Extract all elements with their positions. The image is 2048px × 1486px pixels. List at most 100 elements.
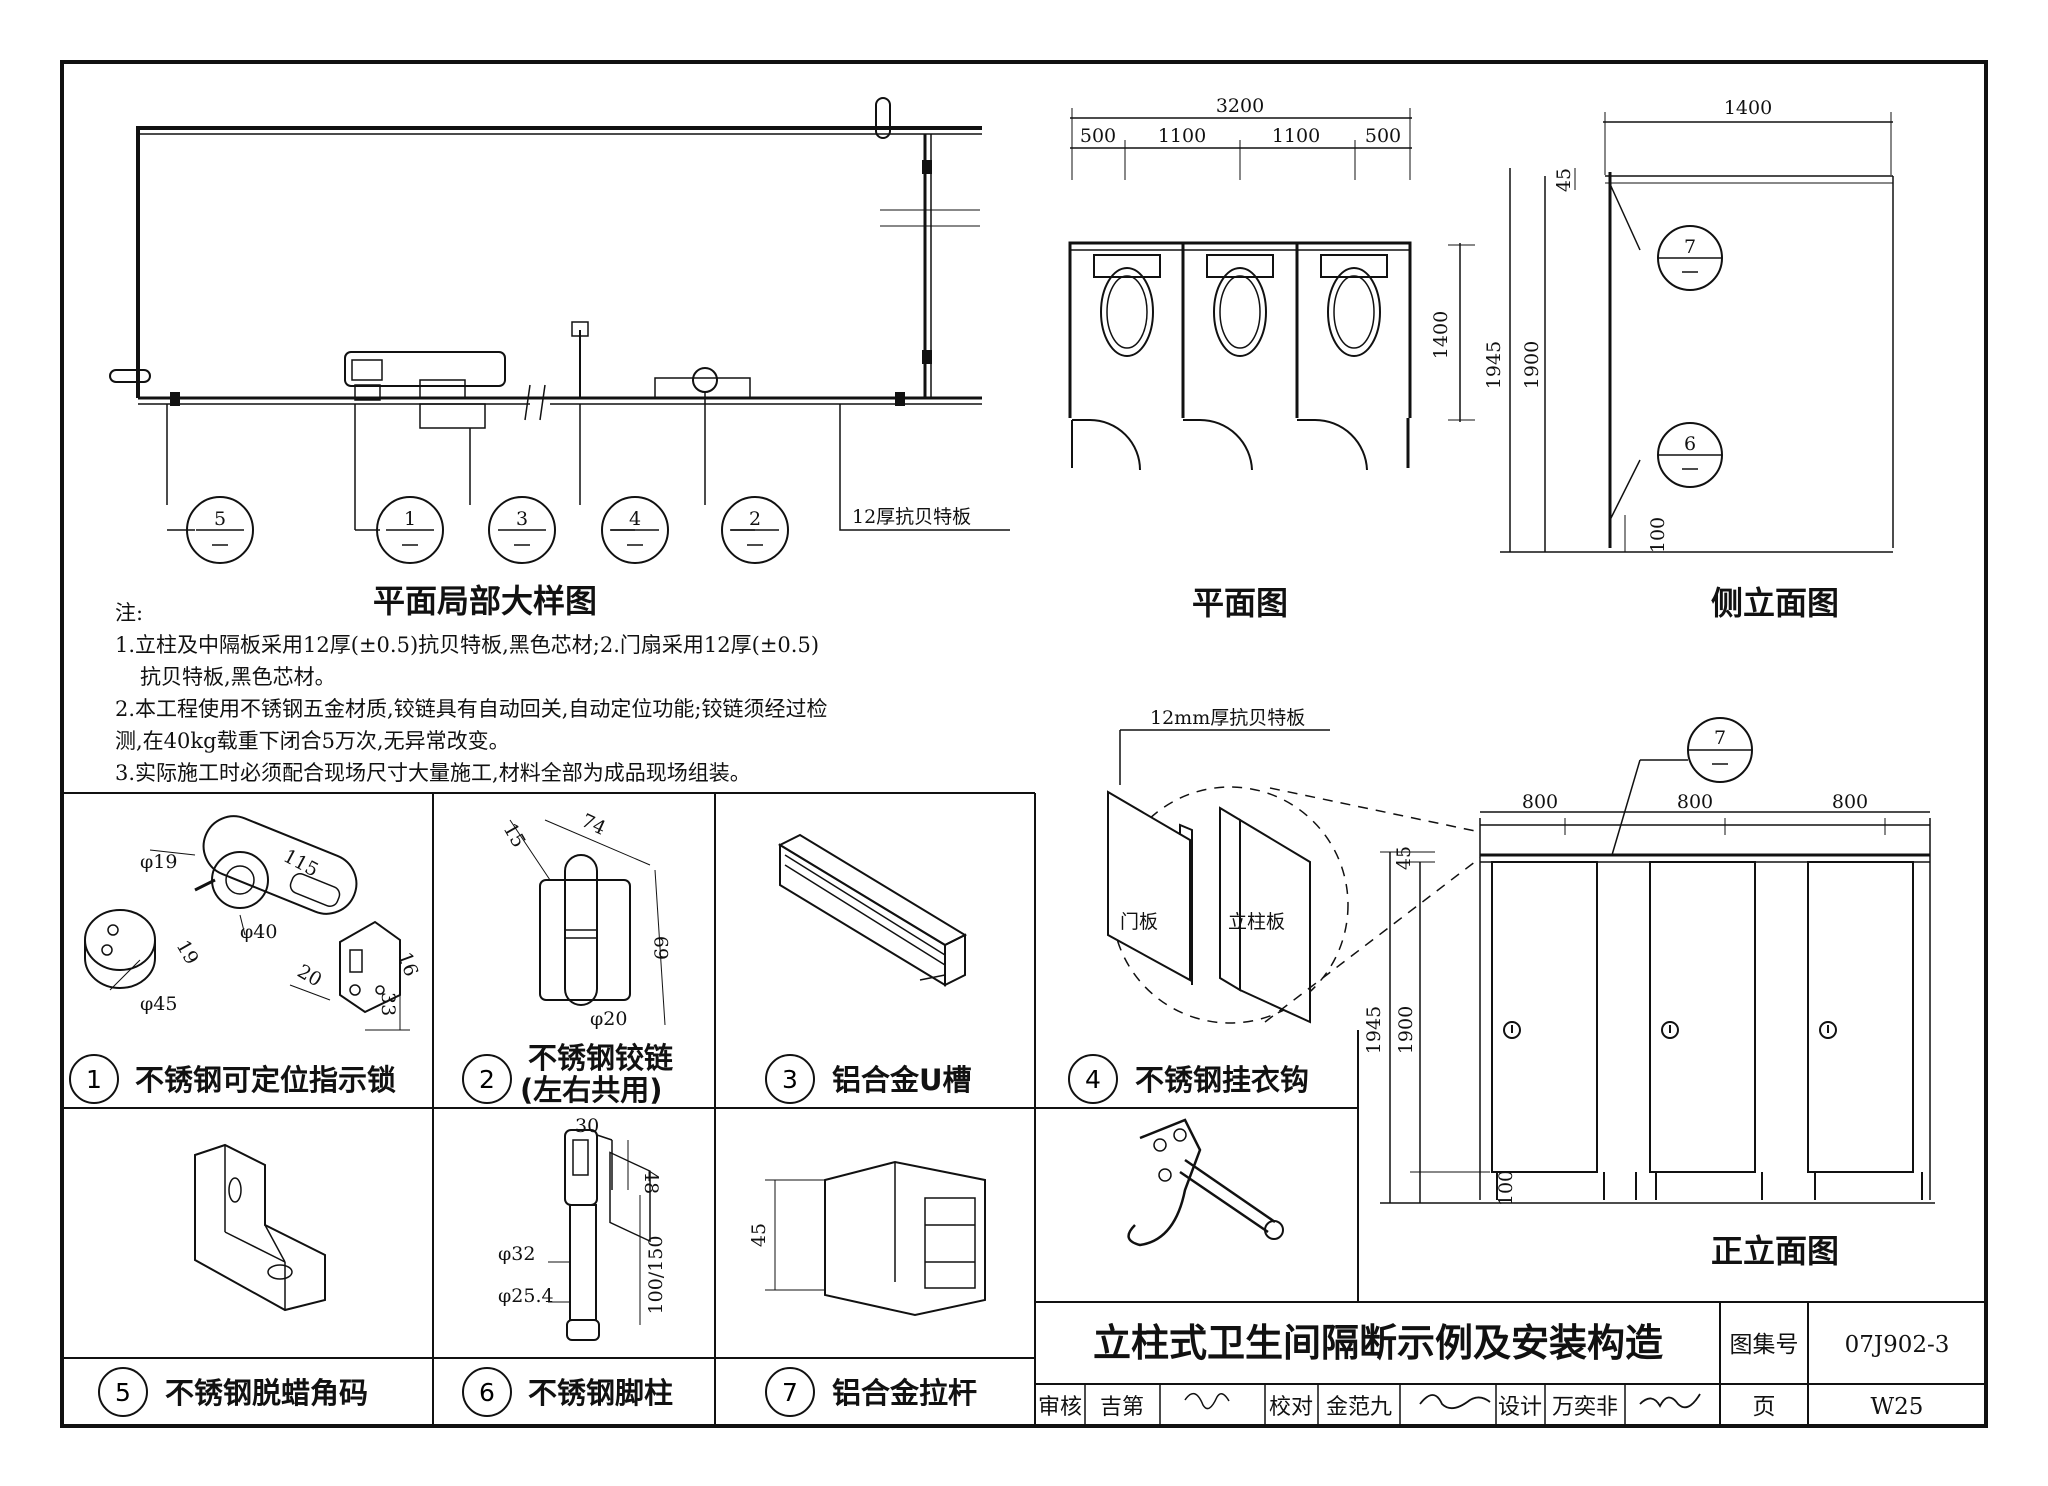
svg-text:不锈钢可定位指示锁: 不锈钢可定位指示锁 [135, 1063, 396, 1097]
svg-text:45: 45 [1553, 168, 1575, 192]
plan-view: 3200 500 1100 1100 500 1400 [1064, 95, 1475, 471]
svg-text:19: 19 [172, 937, 203, 969]
svg-text:500: 500 [1365, 125, 1401, 147]
svg-text:不锈钢脚柱: 不锈钢脚柱 [528, 1376, 673, 1410]
section-detail: 12mm厚抗贝特板 门板 立柱板 [1107, 707, 1481, 1024]
svg-text:7: 7 [1714, 727, 1726, 749]
svg-text:1: 1 [404, 508, 416, 530]
hardware-caption-6: 6 不锈钢脚柱 [462, 1367, 673, 1417]
svg-text:不锈钢铰链: 不锈钢铰链 [528, 1041, 673, 1075]
plan-detail-marker-2: 2 [721, 496, 789, 564]
svg-text:15: 15 [499, 820, 530, 852]
notes: 注: 1.立柱及中隔板采用12厚(±0.5)抗贝特板,黑色芯材;2.门扇采用12… [115, 601, 827, 785]
svg-text:800: 800 [1522, 791, 1558, 813]
pull-rod-drawing: 45 [748, 1160, 986, 1317]
svg-text:1100: 1100 [1158, 125, 1206, 147]
svg-text:74: 74 [578, 810, 609, 840]
svg-text:45: 45 [748, 1223, 770, 1247]
svg-text:20: 20 [294, 960, 326, 991]
svg-text:注:: 注: [115, 601, 143, 625]
svg-text:φ19: φ19 [140, 851, 177, 873]
svg-text:5: 5 [214, 508, 226, 530]
svg-text:100: 100 [1647, 517, 1669, 553]
svg-text:69: 69 [651, 936, 673, 960]
svg-text:φ25.4: φ25.4 [498, 1285, 554, 1307]
svg-text:φ45: φ45 [140, 993, 177, 1015]
svg-text:6: 6 [1684, 433, 1696, 455]
svg-text:100: 100 [1495, 1170, 1517, 1206]
svg-text:铝合金拉杆: 铝合金拉杆 [832, 1376, 977, 1410]
svg-text:3: 3 [782, 1065, 798, 1094]
plan-detail-title: 平面局部大样图 [373, 582, 597, 620]
svg-text:33: 33 [377, 992, 399, 1016]
front-elevation-marker-7: 7 [1687, 717, 1753, 783]
plan-detail-marker-3: 3 [488, 496, 556, 564]
hardware-grid [62, 792, 1986, 1426]
svg-text:1900: 1900 [1395, 1006, 1417, 1054]
svg-text:万奕非: 万奕非 [1552, 1395, 1618, 1420]
svg-text:3: 3 [516, 508, 528, 530]
svg-text:φ20: φ20 [590, 1008, 627, 1030]
svg-text:100/150: 100/150 [645, 1236, 667, 1315]
svg-text:12mm厚抗贝特板: 12mm厚抗贝特板 [1150, 707, 1305, 729]
svg-text:(左右共用): (左右共用) [520, 1073, 663, 1107]
hardware-caption-4: 4 不锈钢挂衣钩 [1068, 1054, 1309, 1104]
svg-text:30: 30 [575, 1115, 599, 1137]
svg-text:φ32: φ32 [498, 1243, 535, 1265]
svg-text:6: 6 [479, 1378, 495, 1407]
svg-text:抗贝特板,黑色芯材。: 抗贝特板,黑色芯材。 [140, 665, 336, 689]
svg-text:800: 800 [1832, 791, 1868, 813]
lock-drawing: φ19 115 φ40 19 20 33 16 φ45 [84, 815, 422, 1031]
svg-text:3200: 3200 [1216, 95, 1264, 117]
svg-text:2: 2 [479, 1065, 495, 1094]
svg-text:1945: 1945 [1363, 1006, 1385, 1054]
angle-bracket-drawing [194, 1143, 326, 1312]
plan-detail-marker-4: 4 [601, 496, 669, 564]
svg-text:金范九: 金范九 [1326, 1395, 1392, 1420]
hardware-caption-2: 2 不锈钢铰链 (左右共用) [462, 1041, 673, 1107]
hardware-caption-7: 7 铝合金拉杆 [765, 1367, 977, 1417]
svg-text:审核: 审核 [1038, 1395, 1082, 1420]
svg-text:1945: 1945 [1483, 341, 1505, 389]
svg-text:吉第: 吉第 [1100, 1395, 1144, 1420]
svg-text:门板: 门板 [1120, 911, 1158, 933]
svg-text:1400: 1400 [1724, 97, 1772, 119]
svg-text:4: 4 [1085, 1065, 1101, 1094]
svg-text:图集号: 图集号 [1730, 1332, 1799, 1358]
svg-text:7: 7 [1684, 236, 1696, 258]
side-elevation-title: 侧立面图 [1711, 584, 1839, 622]
panel-thickness-label: 12厚抗贝特板 [852, 506, 971, 528]
svg-text:立柱板: 立柱板 [1228, 911, 1285, 933]
svg-text:设计: 设计 [1498, 1395, 1542, 1420]
svg-text:页: 页 [1753, 1394, 1776, 1420]
svg-text:W25: W25 [1871, 1394, 1924, 1420]
coat-hook-drawing [1127, 1118, 1284, 1247]
hardware-caption-5: 5 不锈钢脱蜡角码 [98, 1367, 368, 1417]
hardware-caption-3: 3 铝合金U槽 [765, 1054, 972, 1104]
plan-view-title: 平面图 [1192, 584, 1288, 622]
sheet-border [60, 60, 1988, 1428]
svg-text:不锈钢挂衣钩: 不锈钢挂衣钩 [1135, 1063, 1309, 1097]
u-channel-drawing [777, 833, 968, 987]
front-elevation-title: 正立面图 [1711, 1232, 1839, 1270]
svg-text:500: 500 [1080, 125, 1116, 147]
side-elevation: 1400 45 1945 1900 100 [1483, 97, 1894, 553]
svg-text:48: 48 [640, 1170, 662, 1194]
svg-text:07J902-3: 07J902-3 [1845, 1332, 1950, 1358]
svg-text:测,在40kg载重下闭合5万次,无异常改变。: 测,在40kg载重下闭合5万次,无异常改变。 [115, 729, 510, 753]
svg-text:校对: 校对 [1269, 1395, 1313, 1420]
drawing-title: 立柱式卫生间隔断示例及安装构造 [1093, 1321, 1663, 1365]
svg-text:1.立柱及中隔板采用12厚(±0.5)抗贝特板,黑色芯材;2: 1.立柱及中隔板采用12厚(±0.5)抗贝特板,黑色芯材;2.门扇采用12厚(±… [115, 633, 819, 657]
plan-detail-marker-1: 1 [376, 496, 444, 564]
side-elevation-marker-6: 6 [1657, 422, 1723, 488]
svg-text:7: 7 [782, 1378, 798, 1407]
svg-text:φ40: φ40 [240, 921, 277, 943]
support-leg-drawing: 30 48 φ32 100/150 φ25.4 [498, 1115, 667, 1341]
svg-text:3.实际施工时必须配合现场尺寸大量施工,材料全部为成品现场组: 3.实际施工时必须配合现场尺寸大量施工,材料全部为成品现场组装。 [115, 761, 751, 785]
svg-text:2: 2 [749, 508, 761, 530]
svg-text:1400: 1400 [1430, 311, 1452, 359]
svg-text:45: 45 [1393, 846, 1415, 870]
svg-text:4: 4 [629, 508, 641, 530]
svg-text:800: 800 [1677, 791, 1713, 813]
svg-text:2.本工程使用不锈钢五金材质,铰链具有自动回关,自动定位功能: 2.本工程使用不锈钢五金材质,铰链具有自动回关,自动定位功能;铰链须经过检 [115, 697, 827, 721]
